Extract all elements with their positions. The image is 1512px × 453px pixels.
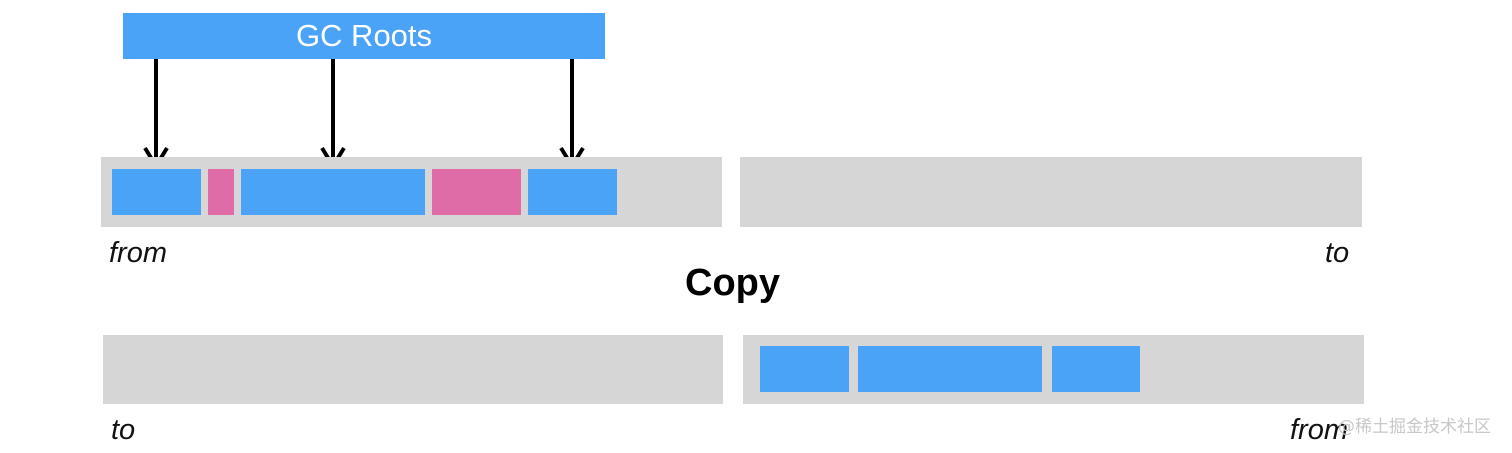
watermark: @稀土掘金技术社区 (1338, 417, 1491, 437)
before-from-label: from (109, 237, 167, 269)
gc-roots-bar: GC Roots (123, 13, 605, 59)
copy-phase-label: Copy (685, 262, 780, 304)
before-garbage-object-2 (432, 169, 521, 215)
after-to-space (103, 335, 723, 404)
after-to-label: to (111, 414, 136, 446)
after-from-label: from (1290, 414, 1348, 446)
before-garbage-object-1 (208, 169, 234, 215)
after-live-object-2 (858, 346, 1042, 392)
arrow-to-object-3 (559, 59, 585, 170)
after-live-object-3 (1052, 346, 1140, 392)
before-live-object-1 (112, 169, 201, 215)
before-to-space (740, 157, 1362, 227)
before-live-object-3 (528, 169, 617, 215)
gc-roots-label: GC Roots (295, 18, 433, 53)
arrow-to-object-2 (320, 59, 346, 170)
after-live-object-1 (760, 346, 849, 392)
before-to-label: to (1325, 237, 1350, 269)
arrow-to-object-1 (143, 59, 169, 170)
before-live-object-2 (241, 169, 425, 215)
